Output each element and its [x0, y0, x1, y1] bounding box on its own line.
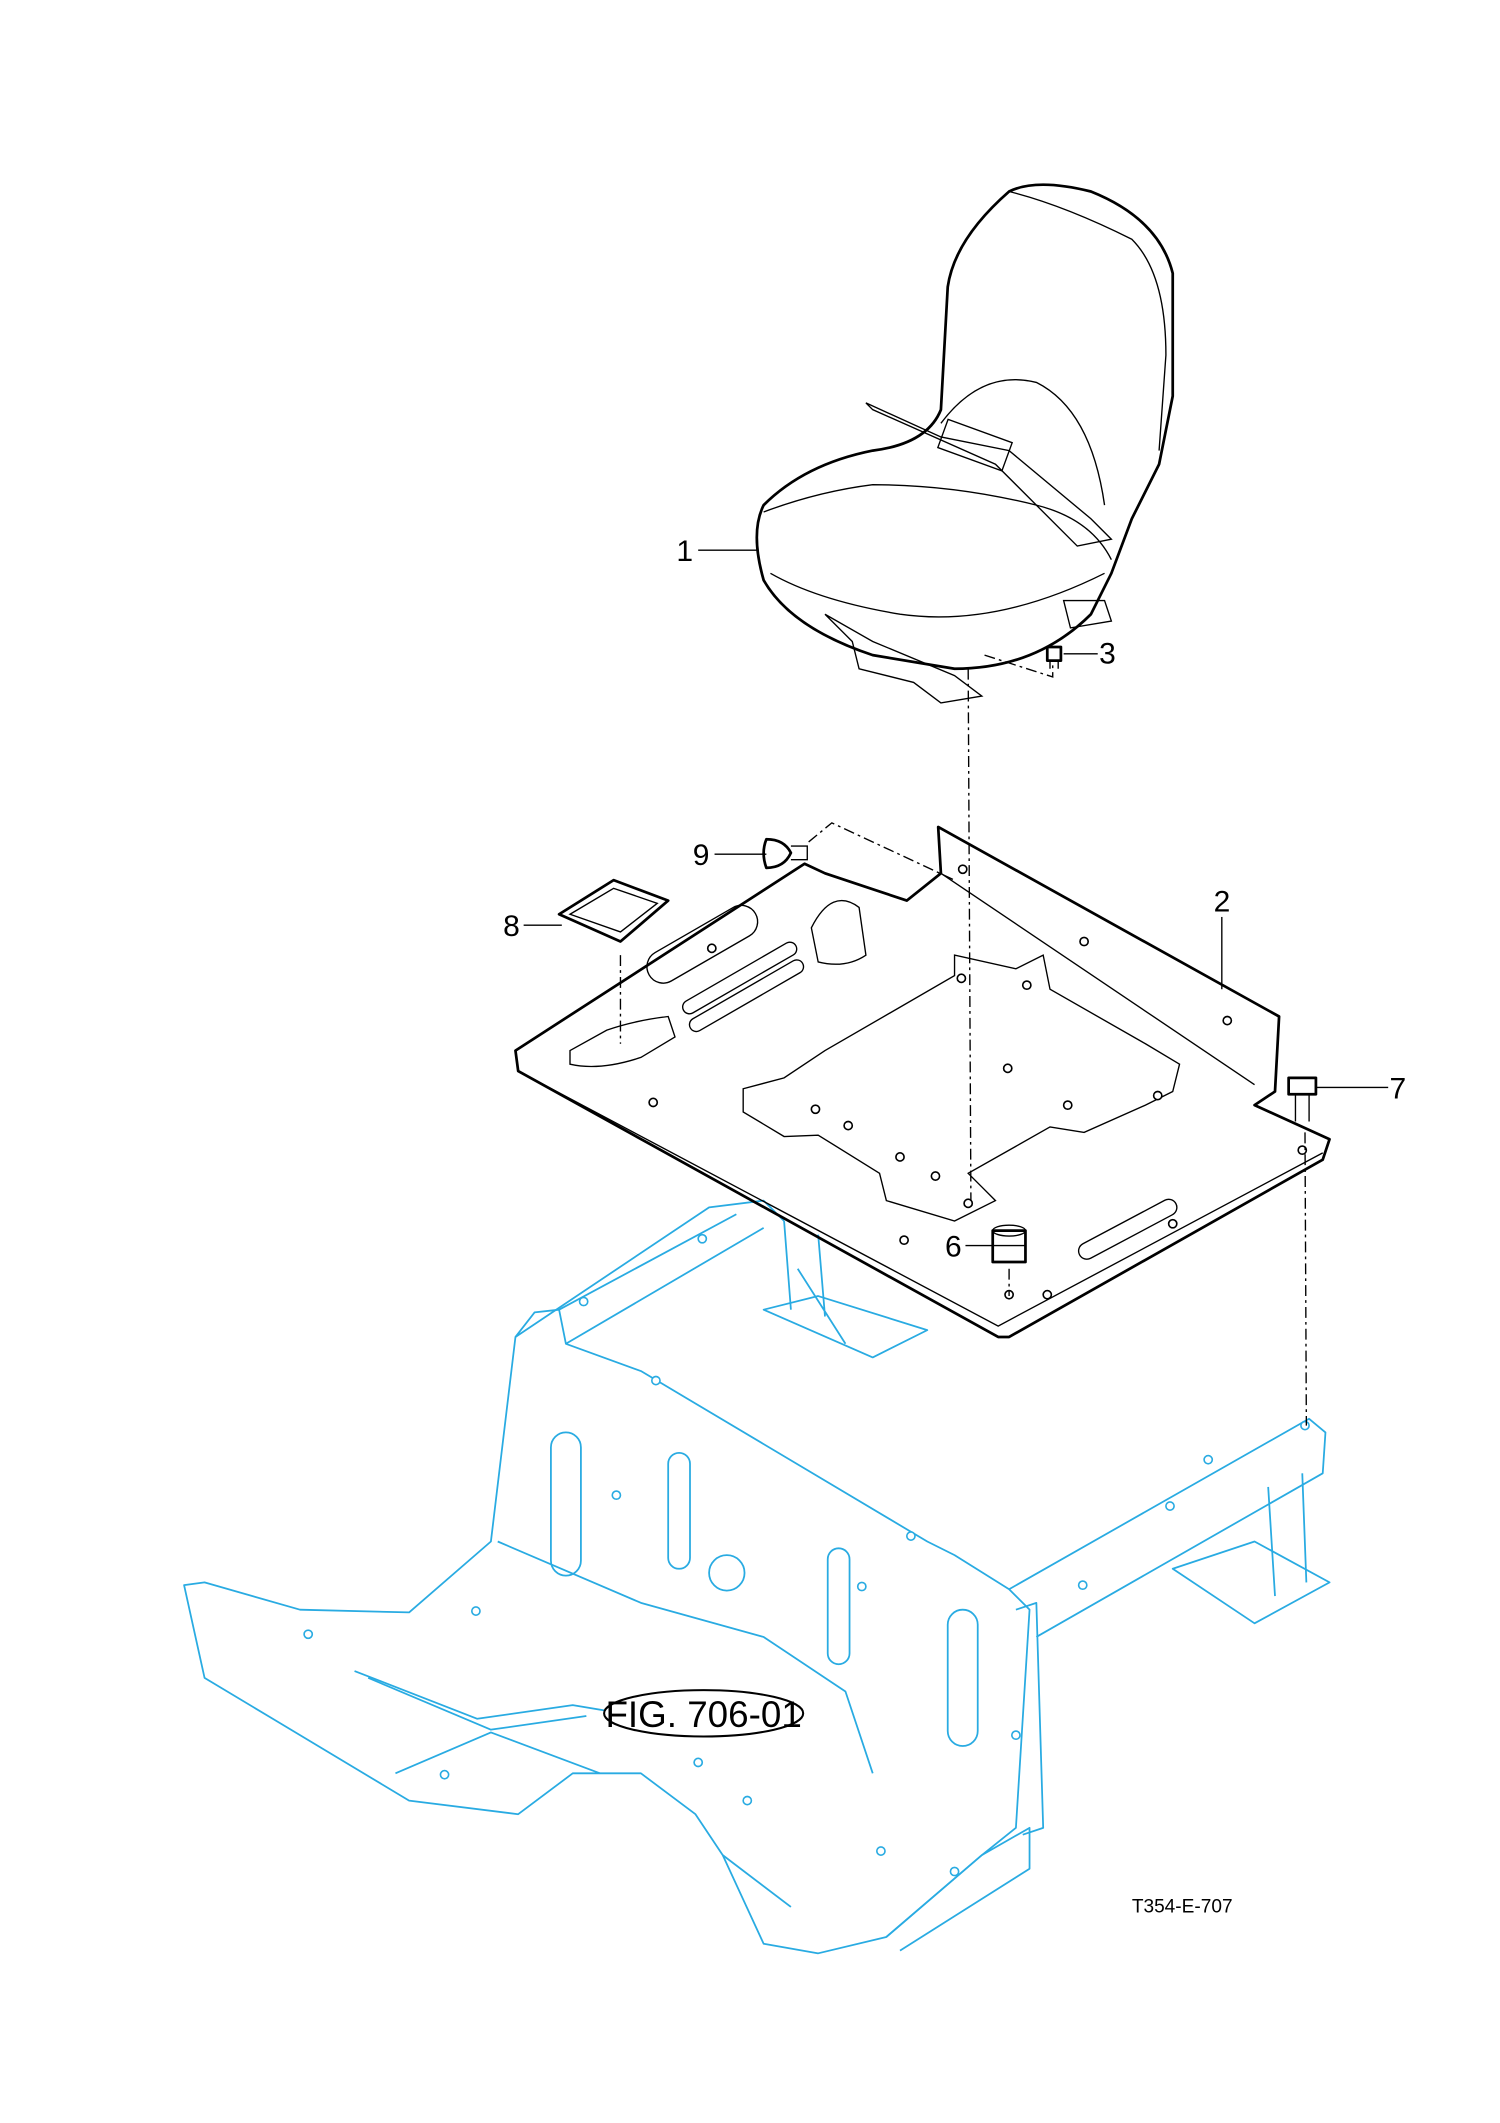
- part-9-plug: [762, 837, 808, 870]
- reference-frame: [183, 1199, 1331, 1955]
- part-8-cover: [557, 878, 670, 943]
- part-3-bolt: [1045, 645, 1063, 669]
- callout-6: 6: [945, 1231, 962, 1264]
- leader-lines: [523, 549, 1389, 1247]
- assembly-lines: [619, 654, 1308, 1426]
- seat: [755, 183, 1175, 704]
- drawing-code: T354-E-707: [1132, 1896, 1233, 1917]
- figure-reference[interactable]: FIG. 706-01: [603, 1689, 805, 1738]
- seat-plate: [514, 825, 1331, 1339]
- callout-3: 3: [1099, 637, 1116, 670]
- callout-2: 2: [1214, 886, 1231, 919]
- part-6-grommet: [991, 1224, 1027, 1264]
- figure-reference-label: FIG. 706-01: [605, 1694, 801, 1735]
- part-7-bolt: [1287, 1076, 1318, 1122]
- callout-8: 8: [503, 910, 520, 943]
- callout-9: 9: [693, 839, 710, 872]
- callout-1: 1: [676, 535, 693, 568]
- callout-7: 7: [1390, 1072, 1407, 1105]
